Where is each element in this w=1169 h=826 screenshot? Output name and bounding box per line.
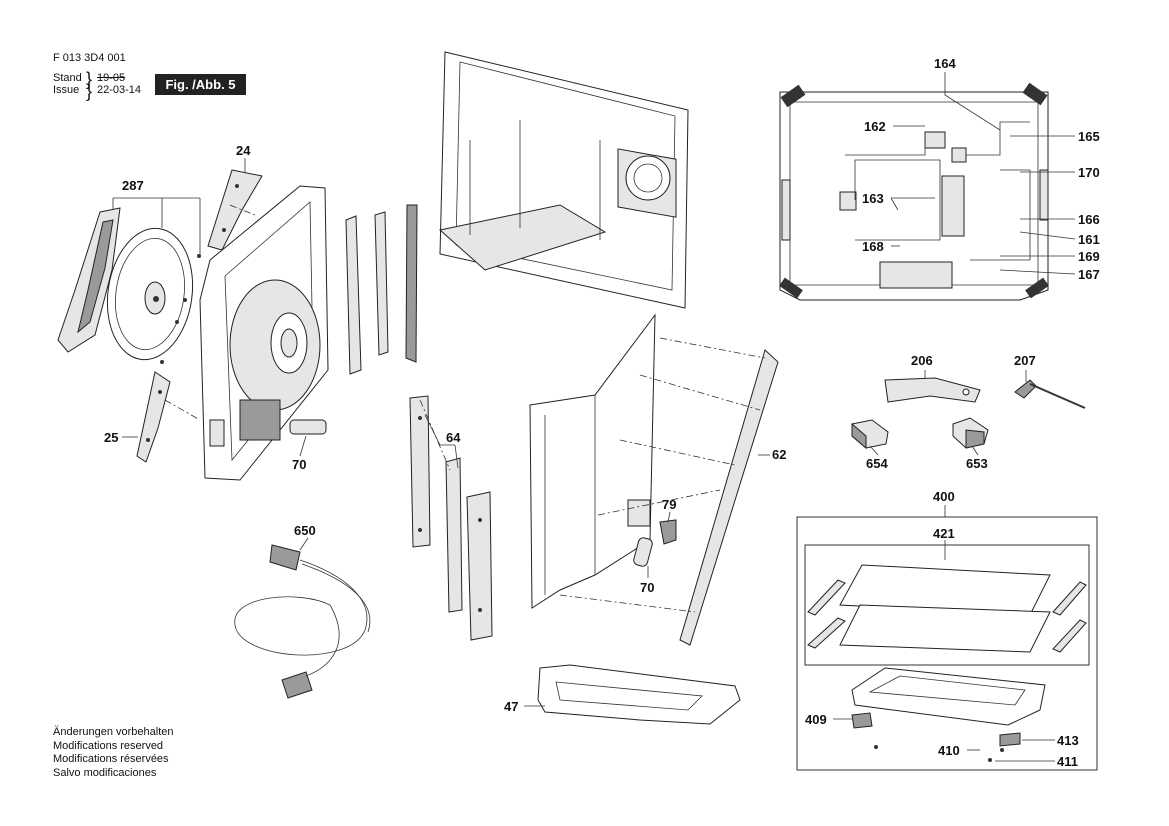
part-47-base-frame: [537, 664, 741, 725]
note-fr: Modifications réservées: [53, 753, 169, 765]
stand-value: 19-05: [97, 72, 126, 84]
label-421: 421: [933, 526, 955, 541]
housing-fan-shell: [199, 185, 329, 481]
part-number-labels: 24 287 25 70 64 650 62 79 70 47 164 162 …: [104, 56, 1100, 769]
part-70-foot-left: [289, 419, 327, 435]
label-287: 287: [122, 178, 144, 193]
label-165: 165: [1078, 129, 1100, 144]
part-653-block: [952, 417, 989, 449]
label-47: 47: [504, 699, 518, 714]
part-654-block: [851, 419, 889, 450]
side-housing-body: [529, 313, 656, 609]
main-housing-frame: [438, 51, 689, 309]
label-206: 206: [911, 353, 933, 368]
part-64-rails: [409, 395, 493, 641]
label-168: 168: [862, 239, 884, 254]
stand-brace: }: [86, 69, 93, 89]
note-es: Salvo modificaciones: [53, 766, 157, 779]
kit-400-box: [796, 516, 1098, 771]
label-170: 170: [1078, 165, 1100, 180]
label-650: 650: [294, 523, 316, 538]
label-162: 162: [864, 119, 886, 134]
label-24: 24: [236, 143, 251, 158]
label-25: 25: [104, 430, 118, 445]
label-413: 413: [1057, 733, 1079, 748]
document-number: F 013 3D4 001: [53, 52, 126, 64]
label-62: 62: [772, 447, 786, 462]
assembly-alignment-lines: [164, 204, 766, 613]
part-24-bracket: [207, 169, 263, 251]
part-287-blade-assembly: [57, 207, 201, 364]
label-70-right: 70: [640, 580, 654, 595]
part-25-bracket: [136, 371, 171, 463]
part-207-hex-key: [1014, 379, 1086, 409]
rail-strips-upper: [345, 204, 418, 375]
note-en: Modifications reserved: [53, 739, 164, 752]
part-206-scraper: [884, 377, 981, 403]
label-163: 163: [862, 191, 884, 206]
part-79-clip: [659, 519, 677, 545]
label-169: 169: [1078, 249, 1100, 264]
label-70-left: 70: [292, 457, 306, 472]
part-62-panel: [679, 349, 779, 646]
label-164: 164: [934, 56, 956, 71]
part-650-power-cord: [234, 544, 371, 699]
label-654: 654: [866, 456, 888, 471]
label-166: 166: [1078, 212, 1100, 227]
issue-brace: }: [86, 81, 93, 101]
label-167: 167: [1078, 267, 1100, 282]
label-64: 64: [446, 430, 461, 445]
label-410: 410: [938, 743, 960, 758]
label-79: 79: [662, 497, 676, 512]
figure-label: Fig. /Abb. 5: [155, 74, 246, 95]
label-400: 400: [933, 489, 955, 504]
label-161: 161: [1078, 232, 1100, 247]
stand-label: Stand: [53, 72, 82, 84]
label-409: 409: [805, 712, 827, 727]
issue-label: Issue: [53, 84, 80, 96]
modification-notes: Änderungen vorbehalten Modifications res…: [53, 726, 173, 780]
housing-interior-view: [779, 82, 1049, 301]
label-207: 207: [1014, 353, 1036, 368]
part-70-foot-right: [633, 537, 653, 567]
issue-value: 22-03-14: [97, 84, 142, 96]
label-411: 411: [1057, 754, 1078, 769]
note-de: Änderungen vorbehalten: [53, 726, 174, 738]
label-653: 653: [966, 456, 988, 471]
leader-lines: [112, 72, 1076, 762]
